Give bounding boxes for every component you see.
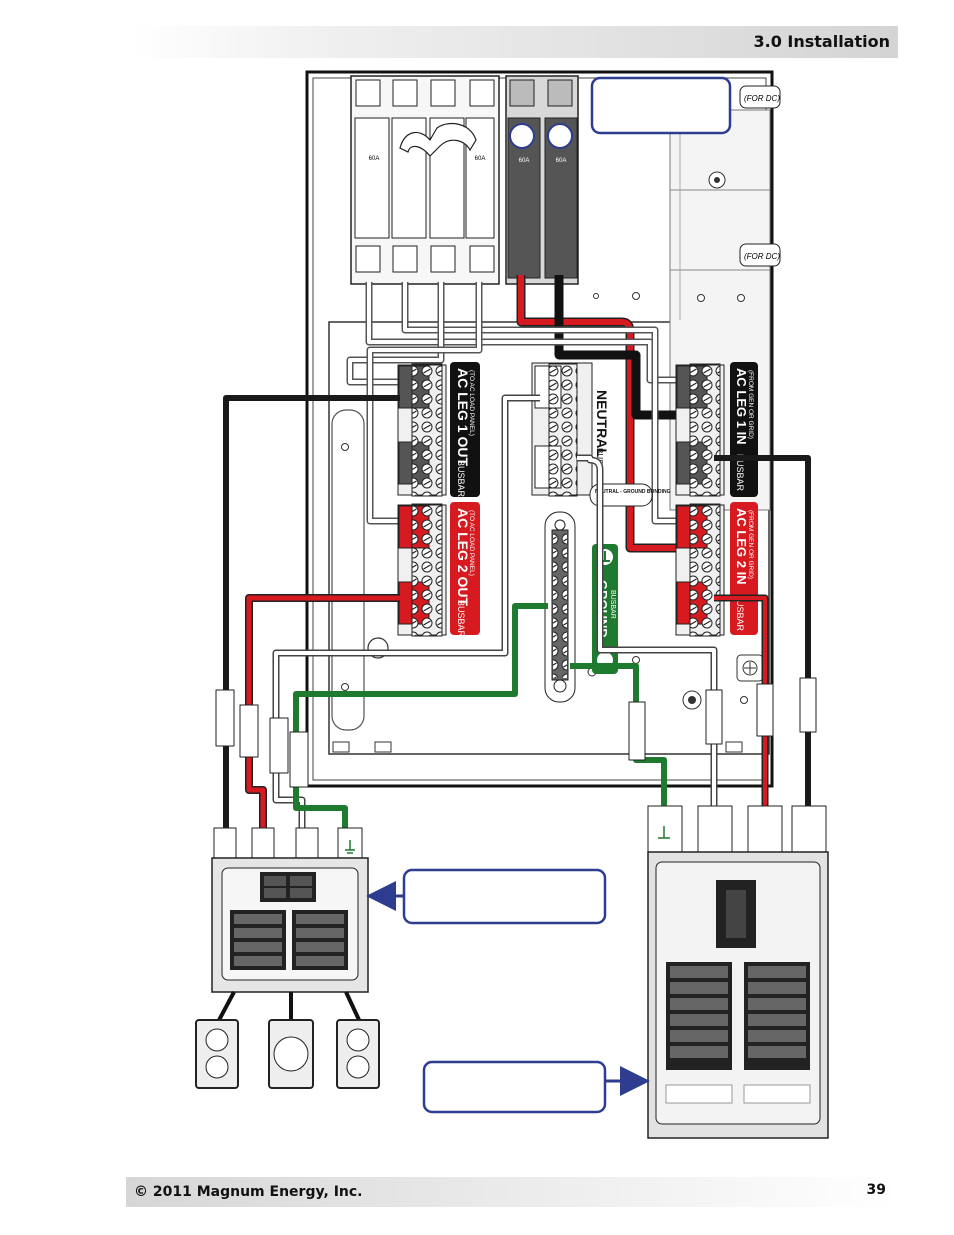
section-title: 3.0 Installation: [753, 32, 890, 51]
load-panel-feed: [215, 394, 548, 832]
neutral-ground-bond: NEUTRAL - GROUND BONDING: [589, 483, 671, 507]
breaker-rating: 60A: [369, 156, 380, 162]
busbar-suffix: BUSBAR: [735, 594, 745, 632]
busbar-suffix: BUSBAR: [609, 590, 616, 619]
busbar-ac-leg1-in: AC LEG 1 IN BUSBAR (FROM GEN OR GRID): [675, 362, 758, 497]
busbar-title: AC LEG 1 OUT: [455, 368, 471, 466]
main-panel-feed: [570, 454, 817, 806]
busbar-suffix: BUSBAR: [456, 460, 466, 498]
breaker-rating: 60A: [556, 158, 567, 164]
side-label: (FOR DC): [744, 252, 780, 261]
busbar-title: AC LEG 2 IN: [734, 508, 749, 585]
breaker-rating: 60A: [475, 156, 486, 162]
busbar-sub: (FROM GEN OR GRID): [747, 370, 754, 439]
page-number: 39: [866, 1182, 886, 1198]
copyright: © 2011 Magnum Energy, Inc.: [134, 1184, 363, 1200]
busbar-sub: (TO AC LOAD PANEL): [468, 370, 475, 436]
outlets: [195, 991, 380, 1089]
busbar-neutral: NEUTRAL BUSBAR: [531, 362, 610, 497]
busbar-sub: (FROM GEN OR GRID): [747, 510, 754, 579]
side-label: (FOR DC): [744, 94, 780, 103]
busbar-ac-leg1-out: AC LEG 1 OUT BUSBAR (TO AC LOAD PANEL): [397, 362, 480, 498]
busbar-title: AC LEG 2 OUT: [455, 508, 471, 606]
section-header-bar: 3.0 Installation: [130, 26, 898, 58]
breaker-rating: 60A: [519, 158, 530, 164]
internal-wiring: [346, 275, 690, 553]
busbar-suffix: BUSBAR: [735, 454, 745, 492]
callouts: [366, 868, 650, 1114]
busbar-ac-leg2-in: AC LEG 2 IN BUSBAR (FROM GEN OR GRID): [675, 502, 758, 637]
ac-breakers: 60A 60A 60A 60A: [350, 75, 579, 285]
bonding-label: NEUTRAL - GROUND BONDING: [595, 489, 671, 495]
busbar-ac-leg2-out: AC LEG 2 OUT BUSBAR (TO AC LOAD PANEL): [397, 502, 480, 638]
main-panel: [647, 805, 829, 1139]
busbar-ground: GROUND BUSBAR: [544, 511, 618, 703]
busbar-suffix: BUSBAR: [456, 600, 466, 638]
busbar-title: NEUTRAL: [594, 390, 610, 457]
busbar-sub: (TO AC LOAD PANEL): [468, 510, 475, 576]
busbar-title: AC LEG 1 IN: [734, 368, 749, 445]
callout-box: [590, 76, 732, 135]
small-load-panel: [211, 827, 369, 993]
side-tags: (FOR DC) (FOR DC): [739, 85, 781, 267]
page-footer-bar: © 2011 Magnum Energy, Inc. 39: [126, 1177, 898, 1207]
